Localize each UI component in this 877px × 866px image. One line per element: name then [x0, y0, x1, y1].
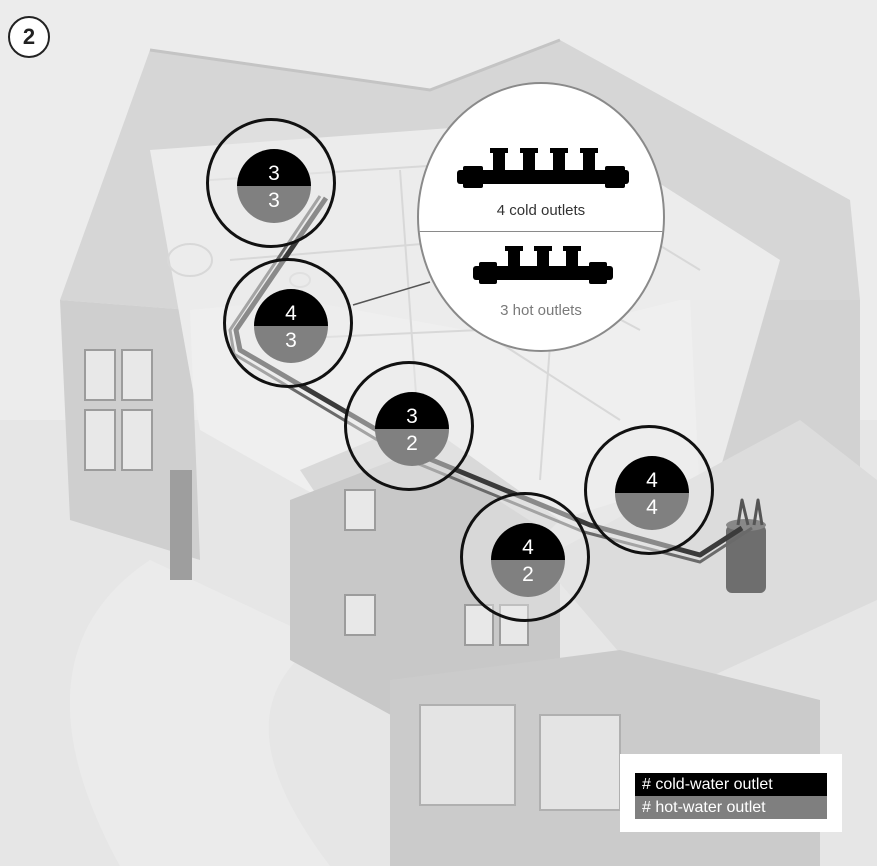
hot-manifold-icon [473, 246, 613, 284]
outlet-count-disc: 4 4 [615, 456, 689, 530]
outlet-count-disc: 3 3 [237, 149, 311, 223]
cold-outlet-count: 3 [237, 149, 311, 186]
hot-outlet-count: 3 [254, 326, 328, 363]
hot-outlet-count: 2 [375, 429, 449, 466]
cold-outlets-caption: 4 cold outlets [419, 202, 663, 219]
zoom-divider [419, 231, 663, 232]
manifold-callout-4: 4 4 [584, 425, 714, 555]
outlet-count-disc: 4 3 [254, 289, 328, 363]
porch-column [170, 470, 192, 580]
outlet-count-disc: 3 2 [375, 392, 449, 466]
manifold-detail-zoom: 4 cold outlets 3 hot outlets [417, 82, 665, 352]
legend-cold-water: # cold-water outlet [635, 773, 827, 796]
outlet-count-disc: 4 2 [491, 523, 565, 597]
cold-manifold-icon [457, 148, 629, 188]
cold-outlet-count: 4 [254, 289, 328, 326]
cold-outlet-count: 3 [375, 392, 449, 429]
step-number-badge: 2 [8, 16, 50, 58]
manifold-callout-5: 4 2 [460, 492, 590, 622]
manifold-callout-2: 4 3 [223, 258, 353, 388]
manifold-callout-3: 3 2 [344, 361, 474, 491]
legend-hot-water: # hot-water outlet [635, 796, 827, 819]
hot-outlet-count: 3 [237, 186, 311, 223]
manifold-callout-1: 3 3 [206, 118, 336, 248]
hot-outlets-caption: 3 hot outlets [419, 302, 663, 319]
step-number: 2 [23, 24, 35, 50]
hot-outlet-count: 2 [491, 560, 565, 597]
legend: # cold-water outlet # hot-water outlet [620, 754, 842, 832]
cold-outlet-count: 4 [491, 523, 565, 560]
hot-outlet-count: 4 [615, 493, 689, 530]
cold-outlet-count: 4 [615, 456, 689, 493]
